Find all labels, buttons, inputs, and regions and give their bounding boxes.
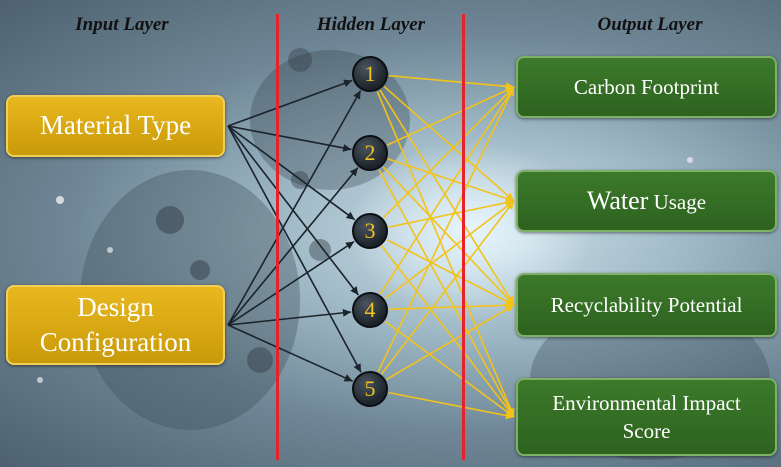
link-hidden-4-output-2 xyxy=(384,200,515,300)
output-water-usage: Water Usage xyxy=(516,170,777,232)
input-layer-title: Input Layer xyxy=(75,14,169,35)
link-hidden-1-output-4 xyxy=(376,91,515,418)
output-environmental-impact-line2: Score xyxy=(622,419,671,443)
arrowhead-input-2-hidden-1 xyxy=(353,90,361,100)
output-water-usage-rest: Usage xyxy=(648,190,707,215)
link-hidden-1-output-3 xyxy=(379,89,515,306)
link-hidden-3-output-1 xyxy=(382,86,515,219)
hidden-node-5: 5 xyxy=(352,371,388,407)
link-input-2-hidden-1 xyxy=(227,90,362,326)
link-hidden-5-output-2 xyxy=(380,200,515,375)
link-hidden-5-output-1 xyxy=(377,86,515,373)
arrowhead-input-2-hidden-5 xyxy=(343,374,353,382)
hidden-layer-title: Hidden Layer xyxy=(316,14,426,35)
input-design-configuration-line1: Design xyxy=(77,291,154,322)
link-hidden-2-output-1 xyxy=(386,86,515,146)
hidden-node-4: 4 xyxy=(352,292,388,328)
arrowhead-input-1-hidden-3 xyxy=(345,211,355,220)
arrowhead-hidden-5-output-1 xyxy=(506,87,515,96)
arrowhead-input-1-hidden-2 xyxy=(342,144,352,152)
arrowhead-hidden-5-output-3 xyxy=(505,305,514,313)
link-input-2-hidden-3 xyxy=(227,240,355,326)
divider-right xyxy=(462,14,465,460)
link-input-2-hidden-2 xyxy=(227,167,359,326)
divider-left xyxy=(276,14,279,460)
link-hidden-5-output-3 xyxy=(386,304,515,381)
arrowhead-input-2-hidden-2 xyxy=(349,167,358,177)
arrowhead-input-1-hidden-4 xyxy=(350,286,359,295)
arrowhead-input-1-hidden-1 xyxy=(343,79,353,87)
link-hidden-2-output-2 xyxy=(387,158,515,202)
arrowhead-input-1-hidden-5 xyxy=(353,363,361,373)
arrowhead-hidden-5-output-4 xyxy=(505,411,514,420)
link-hidden-2-output-4 xyxy=(378,169,515,418)
hidden-node-1: 1 xyxy=(352,56,388,92)
output-environmental-impact-score: Environmental Impact Score xyxy=(516,378,777,456)
link-input-2-hidden-5 xyxy=(227,324,354,382)
output-recyclability-potential-label: Recyclability Potential xyxy=(550,292,743,317)
output-recyclability-potential: Recyclability Potential xyxy=(516,273,777,337)
link-hidden-4-output-4 xyxy=(384,320,515,418)
link-input-1-hidden-3 xyxy=(227,125,356,221)
output-carbon-footprint: Carbon Footprint xyxy=(516,56,777,118)
link-hidden-2-output-3 xyxy=(382,166,515,306)
link-input-1-hidden-5 xyxy=(227,125,362,373)
output-water-usage-label: Water Usage xyxy=(587,183,706,218)
link-hidden-4-output-1 xyxy=(379,86,515,295)
link-hidden-4-output-3 xyxy=(388,304,515,311)
link-hidden-1-output-1 xyxy=(388,74,515,88)
output-environmental-impact-line1: Environmental Impact xyxy=(552,390,741,415)
link-input-1-hidden-1 xyxy=(227,79,353,127)
output-water-usage-big: Water xyxy=(586,186,649,216)
input-design-configuration: Design Configuration xyxy=(6,285,225,365)
link-hidden-1-output-2 xyxy=(383,85,515,202)
link-hidden-3-output-2 xyxy=(388,200,515,228)
link-input-1-hidden-2 xyxy=(227,125,352,151)
input-material-type: Material Type xyxy=(6,95,225,157)
arrowhead-input-2-hidden-4 xyxy=(342,308,352,317)
link-hidden-5-output-4 xyxy=(388,391,515,418)
arrowhead-input-2-hidden-3 xyxy=(345,241,355,250)
output-carbon-footprint-label: Carbon Footprint xyxy=(573,74,720,99)
arrowhead-hidden-5-output-2 xyxy=(505,201,514,210)
input-material-type-label: Material Type xyxy=(39,110,192,141)
hidden-node-2: 2 xyxy=(352,135,388,171)
link-hidden-3-output-4 xyxy=(380,245,515,418)
output-layer-title: Output Layer xyxy=(597,14,703,35)
hidden-node-3: 3 xyxy=(352,213,388,249)
link-input-2-hidden-4 xyxy=(227,311,352,326)
input-design-configuration-line2: Configuration xyxy=(39,327,192,357)
